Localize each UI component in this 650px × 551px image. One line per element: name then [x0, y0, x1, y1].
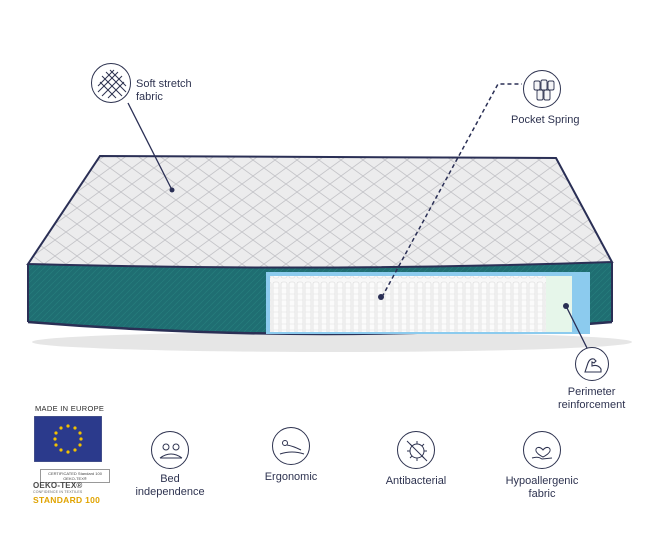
feature-antibacterial-line1: Antibacterial	[385, 475, 447, 487]
perimeter-label-line2: reinforcement	[558, 399, 626, 411]
oeko-tagline: CONFIDENCE IN TEXTILES	[33, 490, 83, 494]
feature-hypo-line1: Hypoallergenic	[505, 475, 579, 487]
eu-flag-icon	[34, 416, 102, 462]
hypoallergenic-heart-icon	[523, 431, 561, 469]
fabric-label: Soft stretch fabric	[136, 78, 192, 104]
feature-ergonomic: Ergonomic	[246, 471, 336, 484]
spring-coils-icon	[523, 70, 561, 108]
flexed-arm-icon	[575, 347, 609, 381]
oeko-tex-logo-text: OEKO-TEX®	[33, 481, 83, 490]
made-in-europe-text: MADE IN EUROPE	[35, 404, 105, 413]
feature-bed-line2: independence	[135, 486, 205, 498]
feature-hypo-line2: fabric	[528, 488, 556, 500]
feature-bed-independence: Bed independence	[125, 473, 215, 499]
perimeter-label: Perimeter reinforcement	[558, 386, 625, 412]
oeko-certificate-strip: CERTIFICATED Standard 100 OEKO-TEX®	[40, 469, 110, 483]
feature-ergonomic-line1: Ergonomic	[264, 471, 318, 483]
bed-independence-icon	[151, 431, 189, 469]
pocket-spring-label: Pocket Spring	[511, 114, 580, 126]
diamond-quilt-icon	[91, 63, 131, 103]
ergonomic-body-icon	[272, 427, 310, 465]
fabric-label-line1: Soft stretch	[136, 78, 192, 90]
mattress-top-surface	[26, 154, 614, 269]
fabric-label-line2: fabric	[136, 91, 163, 103]
feature-bed-line1: Bed	[160, 473, 180, 485]
antibacterial-icon	[397, 431, 435, 469]
feature-antibacterial: Antibacterial	[371, 475, 461, 488]
perimeter-label-line1: Perimeter	[567, 386, 616, 398]
feature-hypoallergenic: Hypoallergenic fabric	[497, 475, 587, 501]
oeko-standard-100: STANDARD 100	[33, 495, 101, 505]
